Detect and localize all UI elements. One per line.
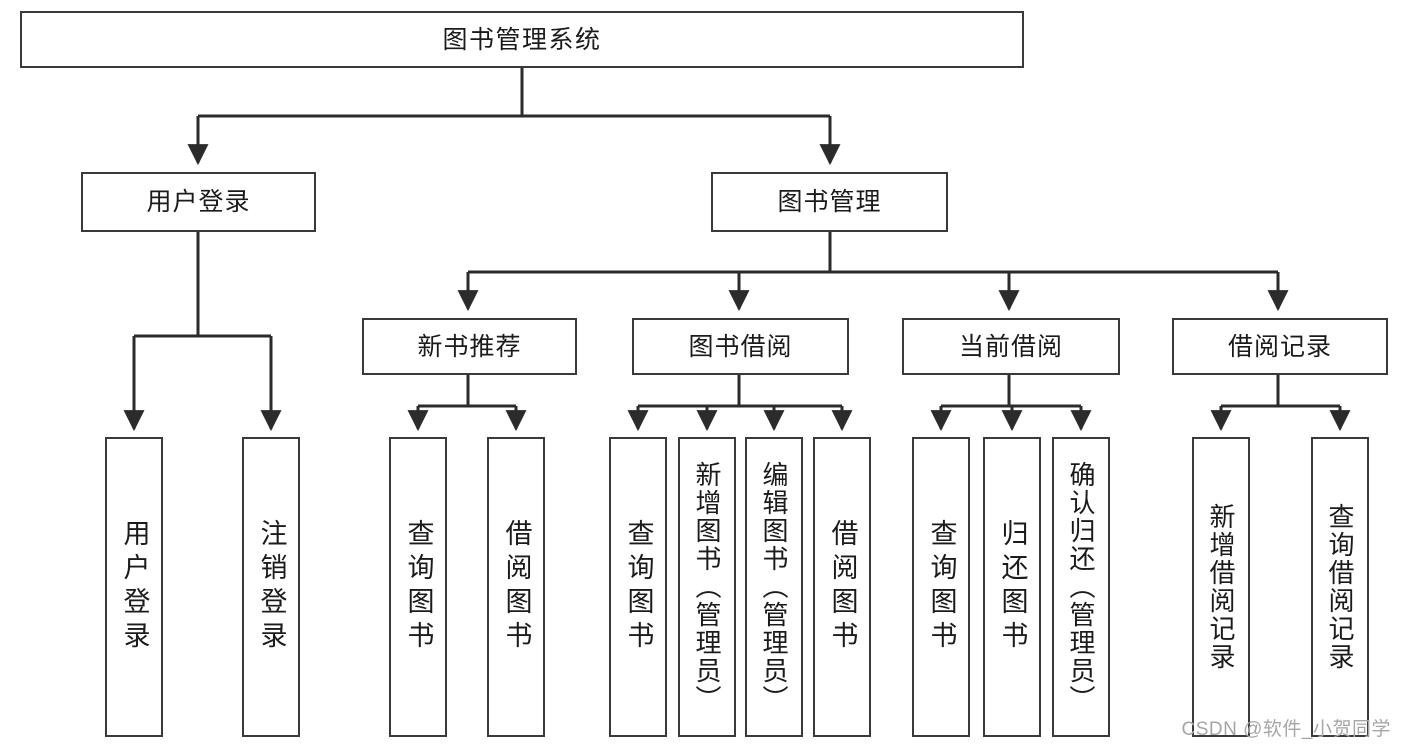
node-label: 用户登录	[146, 188, 251, 216]
node-book-borrow[interactable]: 图书借阅	[632, 318, 849, 375]
node-label: 新书推荐	[417, 332, 522, 361]
node-label: 归还图书	[997, 519, 1028, 655]
node-label: 图书管理系统	[442, 25, 602, 54]
node-label: 借阅图书	[501, 519, 532, 655]
node-label: 查询图书	[403, 519, 434, 655]
node-leaf-add-book-admin[interactable]: 新增图书（管理员）	[678, 437, 736, 737]
node-borrow-record[interactable]: 借阅记录	[1172, 318, 1388, 375]
node-leaf-borrow-book-1[interactable]: 借阅图书	[487, 437, 545, 737]
node-leaf-edit-book-admin[interactable]: 编辑图书（管理员）	[745, 437, 803, 737]
node-user-login[interactable]: 用户登录	[81, 172, 316, 232]
node-leaf-query-book-2[interactable]: 查询图书	[609, 437, 667, 737]
node-leaf-logout-login[interactable]: 注销登录	[242, 437, 300, 737]
node-book-manage[interactable]: 图书管理	[711, 172, 948, 232]
node-current-borrow[interactable]: 当前借阅	[902, 318, 1120, 375]
node-root[interactable]: 图书管理系统	[20, 11, 1024, 68]
node-label: 当前借阅	[958, 332, 1063, 361]
node-label: 查询借阅记录	[1325, 503, 1355, 671]
node-leaf-add-borrow-record[interactable]: 新增借阅记录	[1192, 437, 1250, 737]
node-label: 新增图书（管理员）	[692, 461, 722, 713]
node-new-book-recommend[interactable]: 新书推荐	[362, 318, 577, 375]
node-label: 新增借阅记录	[1206, 503, 1236, 671]
node-label: 查询图书	[926, 519, 957, 655]
node-leaf-borrow-book-2[interactable]: 借阅图书	[813, 437, 871, 737]
node-label: 注销登录	[256, 519, 287, 655]
node-leaf-query-borrow-record[interactable]: 查询借阅记录	[1311, 437, 1369, 737]
node-leaf-confirm-return-admin[interactable]: 确认归还（管理员）	[1052, 437, 1110, 737]
node-label: 查询图书	[623, 519, 654, 655]
node-leaf-query-book-3[interactable]: 查询图书	[912, 437, 970, 737]
node-label: 图书借阅	[688, 332, 793, 361]
node-leaf-user-login[interactable]: 用户登录	[105, 437, 163, 737]
node-leaf-query-book-1[interactable]: 查询图书	[389, 437, 447, 737]
node-leaf-return-book[interactable]: 归还图书	[983, 437, 1041, 737]
node-label: 用户登录	[119, 519, 150, 655]
node-label: 编辑图书（管理员）	[759, 461, 789, 713]
node-label: 借阅记录	[1227, 332, 1332, 361]
node-label: 借阅图书	[827, 519, 858, 655]
node-label: 图书管理	[777, 188, 882, 216]
node-label: 确认归还（管理员）	[1066, 461, 1096, 713]
